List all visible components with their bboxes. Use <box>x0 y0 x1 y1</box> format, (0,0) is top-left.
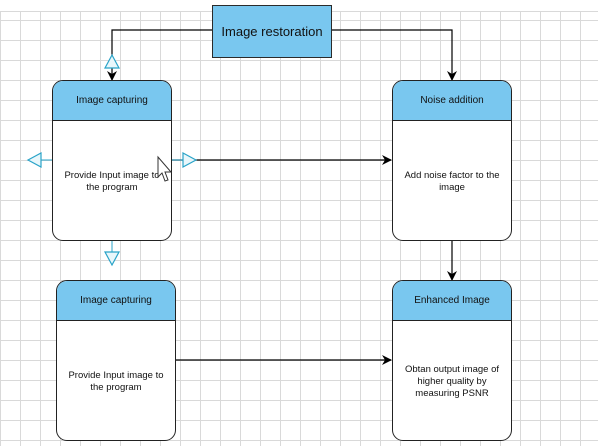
node-body-text: Add noise factor to the image <box>404 169 500 193</box>
mouse-cursor-icon <box>157 155 173 182</box>
connection-arrow-handle-icon[interactable] <box>103 53 121 69</box>
node-body: Obtan output image of higher quality by … <box>393 321 511 440</box>
connection-arrow-handle-icon[interactable] <box>103 241 121 267</box>
node-title: Image capturing <box>80 295 152 306</box>
node-body: Add noise factor to the image <box>393 121 511 240</box>
edge-root-to-noise[interactable] <box>332 29 457 81</box>
connection-arrow-handle-icon[interactable] <box>26 151 52 169</box>
root-node[interactable]: Image restoration <box>212 5 332 58</box>
node-header: Enhanced Image <box>393 281 511 321</box>
node-title: Noise addition <box>420 95 484 106</box>
node-image-capturing-1[interactable]: Image capturing Provide Input image to t… <box>52 80 172 241</box>
node-header: Image capturing <box>53 81 171 121</box>
node-body: Provide Input image to the program <box>57 321 175 440</box>
node-header: Image capturing <box>57 281 175 321</box>
connection-arrow-handle-icon[interactable] <box>172 151 198 169</box>
node-body-text: Obtan output image of higher quality by … <box>404 363 499 399</box>
node-image-capturing-2[interactable]: Image capturing Provide Input image to t… <box>56 280 176 441</box>
node-body-text: Provide Input image to the program <box>64 169 160 193</box>
node-noise-addition[interactable]: Noise addition Add noise factor to the i… <box>392 80 512 241</box>
node-title: Image capturing <box>76 95 148 106</box>
node-title: Enhanced Image <box>414 295 490 306</box>
node-body-text: Provide Input image to the program <box>68 369 164 393</box>
root-node-label: Image restoration <box>221 24 323 39</box>
node-enhanced-image[interactable]: Enhanced Image Obtan output image of hig… <box>392 280 512 441</box>
node-body: Provide Input image to the program <box>53 121 171 240</box>
node-header: Noise addition <box>393 81 511 121</box>
